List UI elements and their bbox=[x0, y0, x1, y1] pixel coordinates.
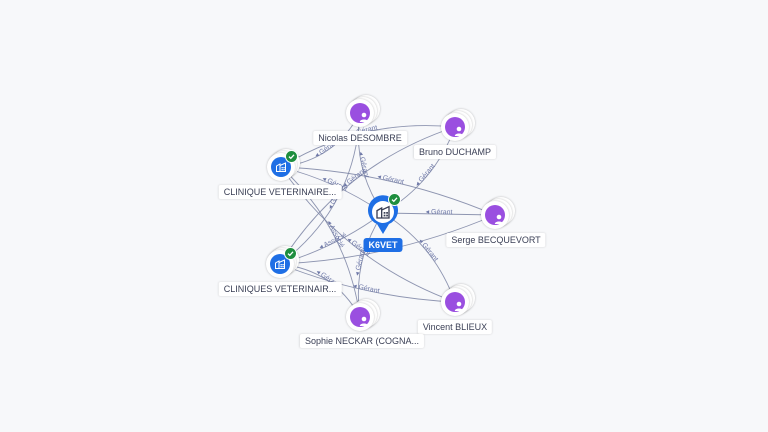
building-icon bbox=[271, 157, 291, 177]
node-ring bbox=[346, 99, 374, 127]
node-label[interactable]: Sophie NECKAR (COGNA... bbox=[299, 334, 425, 348]
node-ring bbox=[441, 288, 469, 316]
node-label[interactable]: Bruno DUCHAMP bbox=[413, 145, 497, 159]
edge-label: ◂ Gérant bbox=[354, 249, 367, 277]
node-ring bbox=[346, 303, 374, 331]
person-node[interactable] bbox=[441, 109, 481, 153]
node-ring bbox=[266, 250, 294, 278]
edge-label: ◂ Gérant bbox=[377, 173, 405, 186]
node-label[interactable]: CLINIQUES VETERINAIR... bbox=[218, 282, 342, 296]
person-icon bbox=[350, 103, 370, 123]
person-icon bbox=[350, 307, 370, 327]
node-label[interactable]: CLINIQUE VETERINAIRE... bbox=[218, 185, 342, 199]
company-node[interactable] bbox=[266, 246, 306, 290]
node-ring bbox=[481, 201, 509, 229]
person-icon bbox=[445, 292, 465, 312]
company-node[interactable] bbox=[267, 149, 307, 193]
person-icon bbox=[445, 117, 465, 137]
check-badge-icon bbox=[284, 247, 297, 260]
person-node[interactable] bbox=[441, 284, 481, 328]
edge-label: ◂ Gérant bbox=[417, 238, 439, 263]
edge-p5-c1 bbox=[280, 166, 361, 318]
node-label[interactable]: Serge BECQUEVORT bbox=[446, 233, 546, 247]
building-icon bbox=[375, 204, 391, 220]
person-node[interactable] bbox=[481, 197, 521, 241]
building-icon bbox=[270, 254, 290, 274]
edge-p3-c1 bbox=[280, 166, 496, 216]
person-node[interactable] bbox=[346, 299, 386, 343]
check-badge-icon bbox=[285, 150, 298, 163]
edge-label: ◂ Gérant bbox=[414, 163, 437, 188]
center-company-node[interactable] bbox=[366, 193, 401, 240]
node-label[interactable]: K6VET bbox=[363, 238, 403, 252]
edge-p4-c2 bbox=[279, 263, 456, 303]
node-ring bbox=[441, 113, 469, 141]
person-node[interactable] bbox=[346, 95, 386, 139]
check-badge-icon bbox=[388, 193, 401, 206]
edge-p2-c2 bbox=[279, 126, 456, 265]
node-label[interactable]: Vincent BLIEUX bbox=[417, 320, 493, 334]
edge-label: ◂ Gérant bbox=[426, 209, 453, 216]
node-ring bbox=[267, 153, 295, 181]
person-icon bbox=[485, 205, 505, 225]
edge-label: ◂ Gérant bbox=[352, 283, 380, 296]
node-label[interactable]: Nicolas DESOMBRE bbox=[313, 131, 407, 145]
